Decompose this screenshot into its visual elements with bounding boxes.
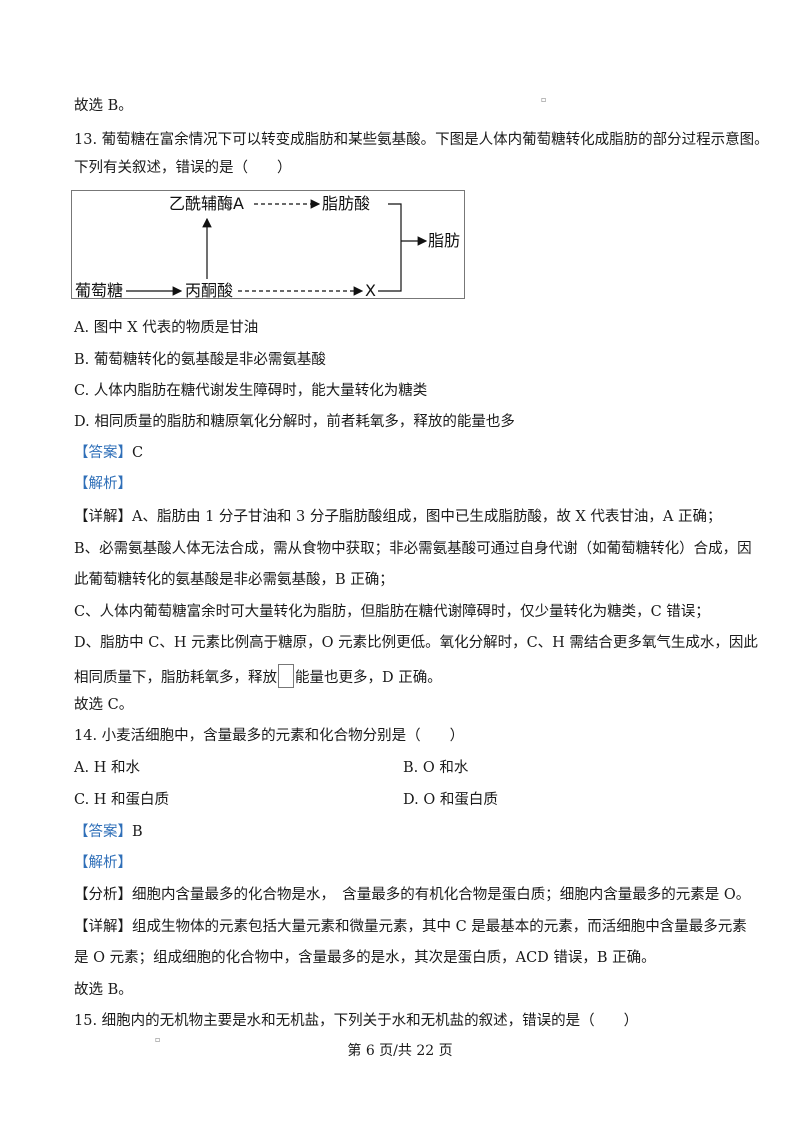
- q15-stem: 15. 细胞内的无机物主要是水和无机盐，下列关于水和无机盐的叙述，错误的是（ ）: [74, 1013, 639, 1029]
- q14-option-d: D. O 和蛋白质: [403, 792, 498, 808]
- analysis-tag: 【解析】: [74, 855, 132, 871]
- q13-choose: 故选 C。: [74, 697, 134, 713]
- q14-fenxi: 【分析】细胞内含量最多的化合物是水， 含量最多的有机化合物是蛋白质；细胞内含量最…: [74, 885, 760, 905]
- q13-detail-line5: D、脂肪中 C、H 元素比例高于糖原，O 元素比例更低。氧化分解时，C、H 需结…: [74, 635, 758, 651]
- label-fatty-acid: 脂肪酸: [322, 194, 371, 213]
- page-footer: 第 6 页/共 22 页: [347, 1043, 453, 1059]
- fenxi-tag: 【分析】: [74, 887, 132, 903]
- answer-value: C: [132, 445, 144, 461]
- answer-tag: 【答案】: [74, 445, 132, 461]
- detail-text: A、脂肪由 1 分子甘油和 3 分子脂肪酸组成，图中已生成脂肪酸，故 X 代表甘…: [132, 509, 722, 525]
- q14-option-b: B. O 和水: [403, 760, 469, 776]
- q13-option-b: B. 葡萄糖转化的氨基酸是非必需氨基酸: [74, 352, 326, 368]
- analysis-tag: 【解析】: [74, 476, 132, 492]
- q13-detail-line1: 【详解】A、脂肪由 1 分子甘油和 3 分子脂肪酸组成，图中已生成脂肪酸，故 X…: [74, 507, 760, 527]
- q13-stem-line2: 下列有关叙述，错误的是（ ）: [74, 160, 292, 176]
- q13-detail-line3: 此葡萄糖转化的氨基酸是非必需氨基酸，B 正确；: [74, 572, 394, 588]
- q14-detail-line1: 【详解】组成生物体的元素包括大量元素和微量元素，其中 C 是最基本的元素，而活细…: [74, 917, 760, 937]
- label-acetyl-coa: 乙酰辅酶A: [169, 194, 244, 213]
- q14-detail-line2: 是 O 元素；组成细胞的化合物中，含量最多的是水，其次是蛋白质，ACD 错误，B…: [74, 950, 656, 966]
- label-glucose: 葡萄糖: [75, 281, 124, 300]
- bracket-fatty-acid: [388, 203, 402, 241]
- fenxi-text: 细胞内含量最多的化合物是水， 含量最多的有机化合物是蛋白质；细胞内含量最多的元素…: [132, 887, 751, 903]
- q13-answer: 【答案】C: [74, 443, 760, 463]
- q13-detail-line4: C、人体内葡萄糖富余时可大量转化为脂肪，但脂肪在糖代谢障碍时，仅少量转化为糖类，…: [74, 604, 710, 620]
- q13-detail-line6: 相同质量下，脂肪耗氧多，释放 能量也更多，D 正确。: [74, 664, 760, 688]
- q13-stem-line1: 13. 葡萄糖在富余情况下可以转变成脂肪和某些氨基酸。下图是人体内葡萄糖转化成脂…: [74, 132, 769, 148]
- detail-text: 组成生物体的元素包括大量元素和微量元素，其中 C 是最基本的元素，而活细胞中含量…: [132, 919, 747, 935]
- detail-tag: 【详解】: [74, 509, 132, 525]
- detail-text-b: 能量也更多，D 正确。: [295, 670, 442, 686]
- q14-analysis: 【解析】: [74, 853, 760, 873]
- q13-detail-line2: B、必需氨基酸人体无法合成，需从食物中获取；非必需氨基酸可通过自身代谢（如葡萄糖…: [74, 541, 752, 557]
- glucose-to-fat-diagram: 乙酰辅酶A 脂肪酸 脂肪 葡萄糖 丙酮酸 X: [71, 190, 465, 300]
- q13-option-d: D. 相同质量的脂肪和糖原氧化分解时，前者耗氧多，释放的能量也多: [74, 414, 515, 430]
- q14-choose: 故选 B。: [74, 982, 133, 998]
- q13-option-c: C. 人体内脂肪在糖代谢发生障碍时，能大量转化为糖类: [74, 383, 428, 399]
- q14-answer: 【答案】B: [74, 822, 760, 842]
- detail-text-a: 相同质量下，脂肪耗氧多，释放: [74, 670, 277, 686]
- label-x: X: [365, 281, 376, 300]
- q14-options-row2: C. H 和蛋白质 D. O 和蛋白质: [74, 790, 760, 810]
- answer-tag: 【答案】: [74, 824, 132, 840]
- label-fat: 脂肪: [428, 231, 461, 250]
- scan-mark: ▫: [155, 1035, 161, 1044]
- prev-answer: 故选 B。: [74, 98, 133, 114]
- q14-option-a: A. H 和水: [74, 760, 140, 776]
- blank-box: [278, 664, 294, 688]
- detail-tag: 【详解】: [74, 919, 132, 935]
- label-pyruvate: 丙酮酸: [185, 281, 234, 300]
- bracket-x: [378, 241, 402, 292]
- q13-option-a: A. 图中 X 代表的物质是甘油: [74, 320, 259, 336]
- answer-value: B: [132, 824, 143, 840]
- q14-options-row1: A. H 和水 B. O 和水: [74, 758, 760, 778]
- q14-option-c: C. H 和蛋白质: [74, 792, 170, 808]
- q13-analysis: 【解析】: [74, 474, 760, 494]
- scan-mark: ▫: [541, 95, 547, 104]
- diagram-arrows: [126, 199, 428, 296]
- q14-stem: 14. 小麦活细胞中，含量最多的元素和化合物分别是（ ）: [74, 728, 465, 744]
